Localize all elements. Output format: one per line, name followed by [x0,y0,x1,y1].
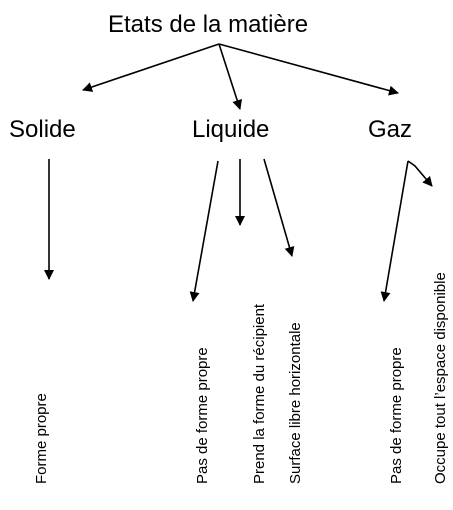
arrow-liquide-property-3 [263,158,295,257]
arrow-liquide-property-1 [189,160,219,302]
property-gaz-occupe-tout-l-espace-disponible: Occupe tout l’espace disponible [432,272,449,484]
property-solide-forme-propre: Forme propre [33,393,50,484]
state-label-gaz: Gaz [368,116,412,143]
property-liquide-pas-de-forme-propre: Pas de forme propre [194,347,211,484]
arrow-title-to-solide [82,43,220,92]
arrow-title-to-gaz [218,43,399,96]
property-gaz-pas-de-forme-propre: Pas de forme propre [388,347,405,484]
diagram-title: Etats de la matière [108,11,308,38]
arrow-gaz-property-2 [407,160,433,187]
arrow-gaz-property-1 [380,160,409,302]
state-label-liquide: Liquide [192,116,269,143]
arrow-title-to-liquide [218,43,242,110]
property-liquide-surface-libre-horizontale: Surface libre horizontale [287,322,304,484]
state-label-solide: Solide [9,116,76,143]
property-liquide-prend-la-forme-du-recipient: Prend la forme du récipient [251,303,268,484]
